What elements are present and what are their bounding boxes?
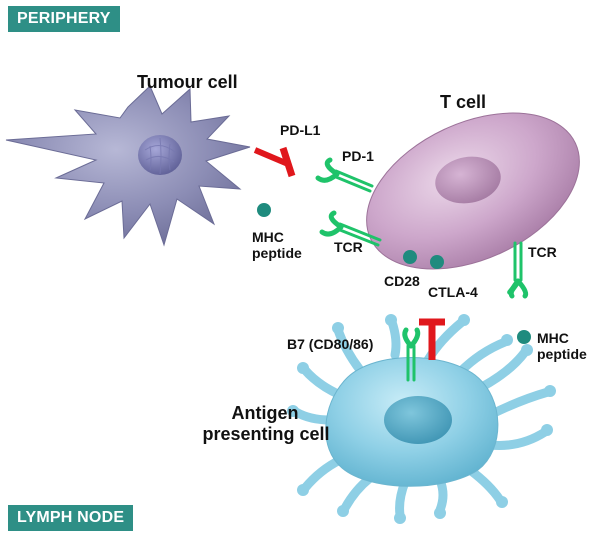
mhc-peptide-tumour-dot (257, 203, 271, 217)
pd-1-label: PD-1 (342, 148, 374, 164)
t-cell-nucleus (435, 156, 501, 204)
pd-l1-label: PD-L1 (280, 122, 321, 138)
tcr-right-label: TCR (528, 244, 557, 260)
tumour-cell-body (5, 85, 251, 247)
mhc-tumour-label-line1: MHC (252, 229, 284, 245)
b7-label: B7 (CD80/86) (287, 336, 374, 352)
mhc-tumour-label-line2: peptide (252, 245, 302, 262)
apc-label-line2: presenting cell (202, 423, 330, 444)
apc-nucleus (384, 396, 452, 444)
mhc-apc-label-line1: MHC (537, 330, 569, 346)
tumour-cell-label: Tumour cell (137, 72, 238, 92)
tumour-nucleus (138, 135, 182, 175)
tcr-left-receptor (319, 210, 382, 247)
mhc-tumour-label: MHC peptide (252, 229, 302, 261)
t-cell-label: T cell (440, 92, 487, 112)
tumour-cell (5, 85, 251, 247)
ctla4-label: CTLA-4 (428, 284, 478, 300)
b7-receptor (402, 327, 421, 382)
ctla4-inhibitor-marker (419, 318, 445, 360)
tcr-left-label: TCR (334, 239, 363, 255)
pd-1-receptor (315, 157, 374, 193)
mhc-peptide-apc-dot (517, 330, 531, 344)
mhc-apc-label-line2: peptide (537, 346, 587, 363)
ctla4-dot (430, 255, 444, 269)
t-cell (366, 112, 580, 270)
lymph-node-badge: LYMPH NODE (8, 505, 134, 531)
apc-label-line1: Antigen (231, 403, 299, 423)
pd-l1-marker (253, 146, 296, 178)
tcr-right-receptor (507, 241, 529, 299)
cd28-dot (403, 250, 417, 264)
apc-dendrite-tips (287, 314, 556, 524)
apc-label: Antigen presenting cell (202, 403, 329, 444)
cd28-label: CD28 (384, 273, 420, 289)
mhc-apc-label: MHC peptide (537, 330, 587, 362)
periphery-badge: PERIPHERY (8, 6, 120, 32)
antigen-presenting-cell (287, 314, 556, 524)
